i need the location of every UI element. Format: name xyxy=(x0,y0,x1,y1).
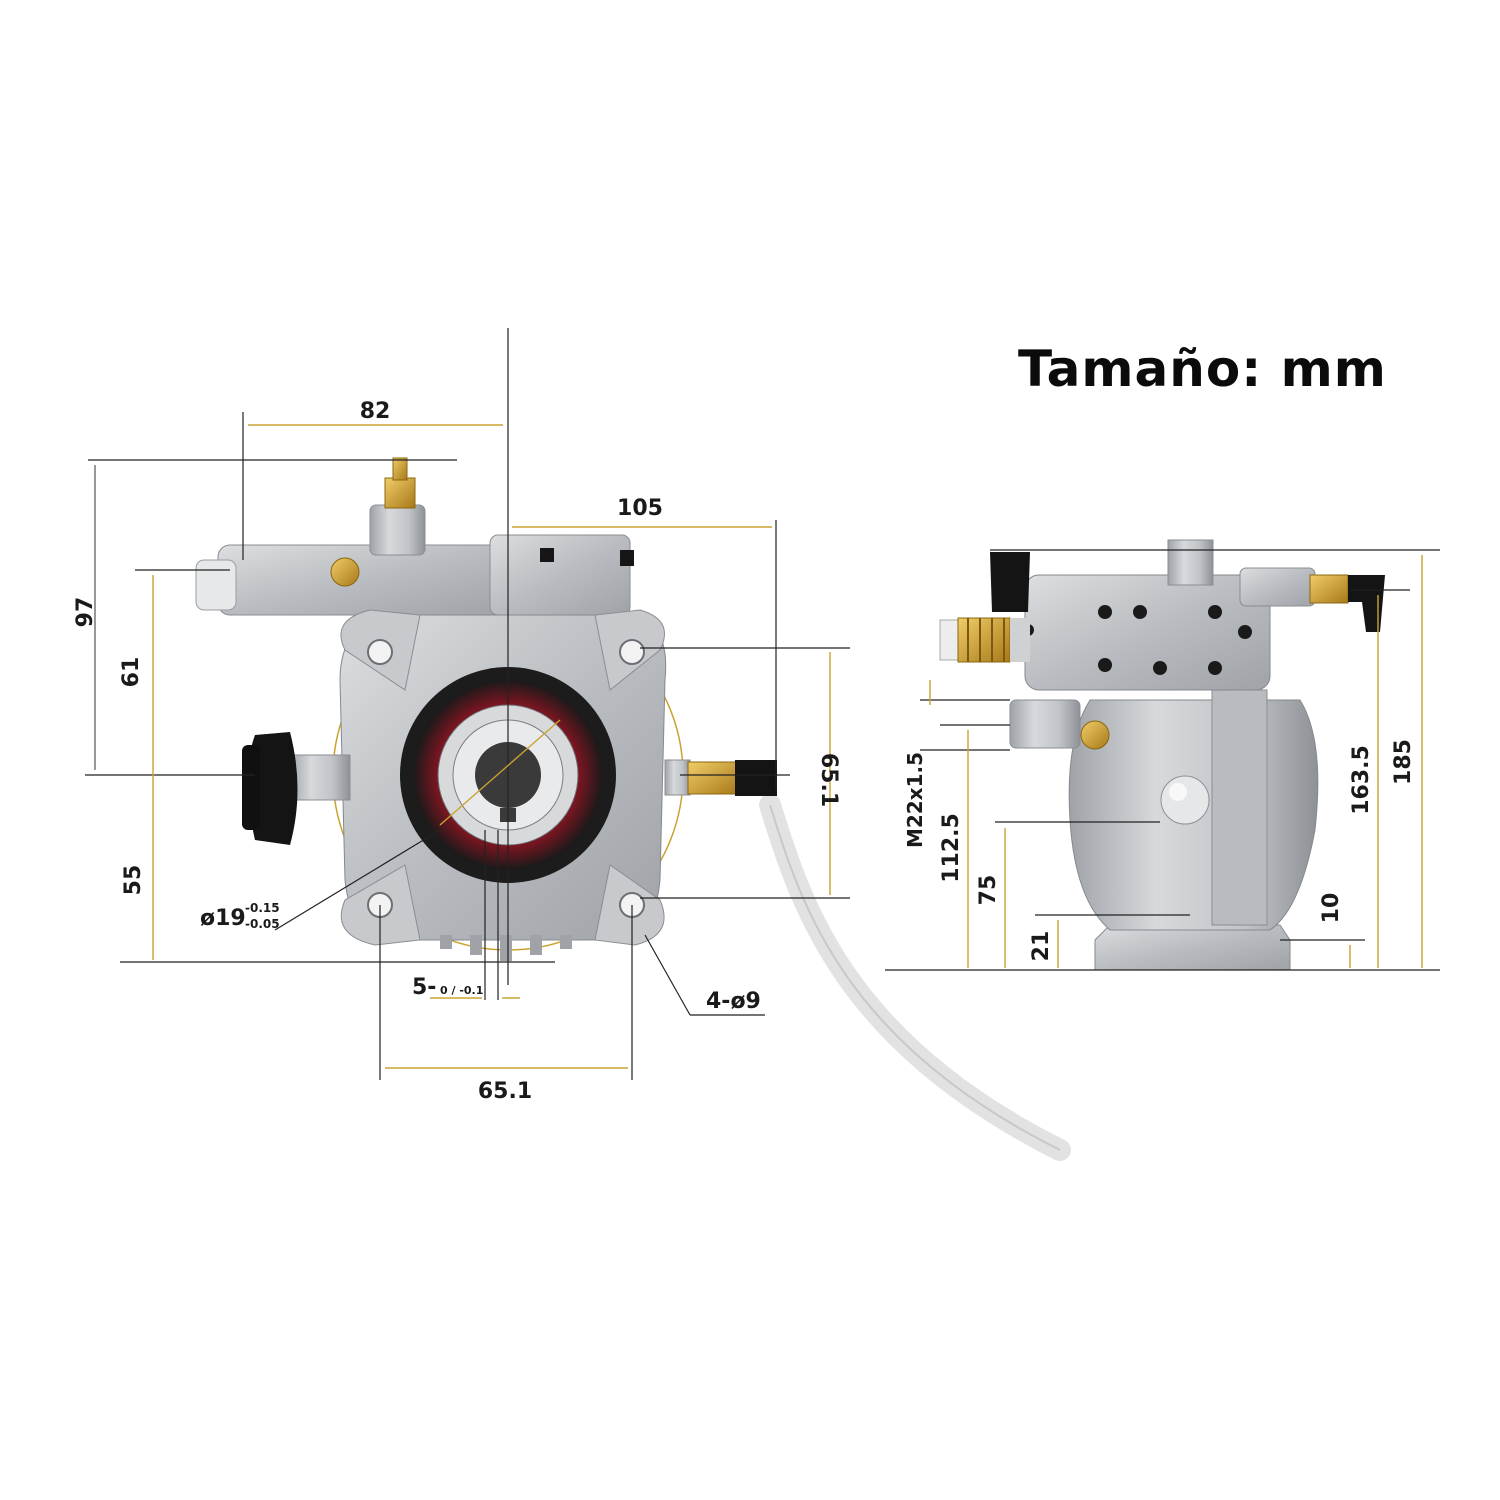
key-width: 5- xyxy=(412,975,436,1000)
dim-185: 185 xyxy=(1391,739,1416,785)
manifold-body xyxy=(217,544,509,616)
key-tolerance: 0 / -0.1 xyxy=(440,984,483,997)
dim-10: 10 xyxy=(1319,893,1344,924)
front-view: 82 105 97 61 55 65.1 65.1 ø19 -0.15 -0.0… xyxy=(73,328,1071,1161)
dim-thread: M22x1.5 xyxy=(903,752,927,848)
dim-55: 55 xyxy=(121,865,146,896)
brass-plug xyxy=(330,557,360,587)
dim-105: 105 xyxy=(617,496,663,521)
dim-112-5: 112.5 xyxy=(939,813,964,883)
dim-61: 61 xyxy=(119,657,144,688)
dim-163-5: 163.5 xyxy=(1349,745,1374,815)
dim-65-1-horizontal: 65.1 xyxy=(478,1079,532,1104)
mount-holes-label: 4-ø9 xyxy=(706,989,761,1014)
mount-hole xyxy=(619,639,645,665)
outlet-hose xyxy=(759,794,1071,1161)
shaft-tolerance-lower: -0.05 xyxy=(245,917,280,931)
side-view: 185 163.5 M22x1.5 112.5 75 21 10 xyxy=(885,539,1440,971)
base-plate xyxy=(1094,924,1291,971)
shaft-tolerance-upper: -0.15 xyxy=(245,901,280,915)
dim-75: 75 xyxy=(976,875,1001,906)
shaft-diameter: ø19 xyxy=(200,906,246,931)
sight-glass xyxy=(1160,775,1210,825)
mount-hole xyxy=(367,639,393,665)
brass-inlet-plug xyxy=(1080,720,1110,750)
dim-82: 82 xyxy=(360,399,391,424)
dim-97: 97 xyxy=(73,597,98,628)
unloader-spring xyxy=(957,617,1011,663)
inlet-port xyxy=(1009,699,1081,749)
pump-head xyxy=(1024,574,1271,691)
dim-21: 21 xyxy=(1029,931,1054,962)
dim-65-1-vertical: 65.1 xyxy=(816,753,841,807)
brass-outlet-fitting xyxy=(687,761,739,795)
units-title: Tamaño: mm xyxy=(1018,340,1387,398)
